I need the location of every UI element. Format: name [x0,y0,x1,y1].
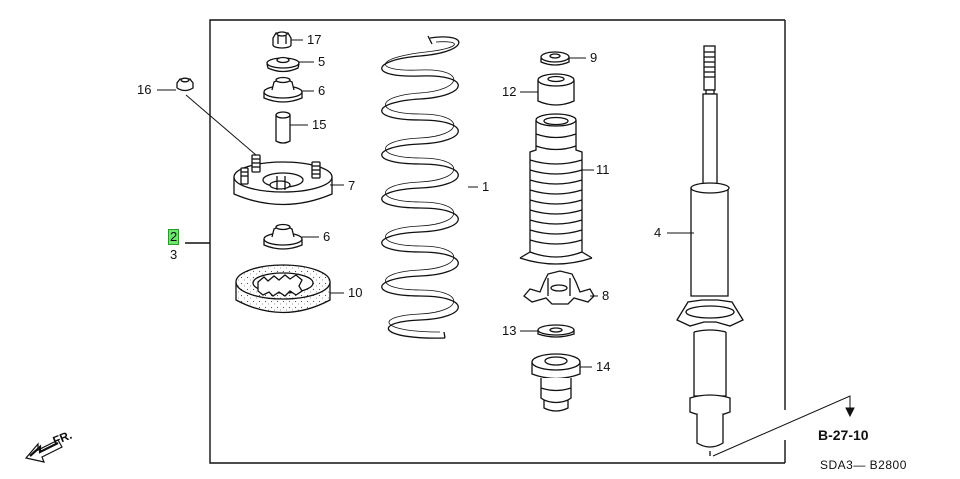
callout-6-lower[interactable]: 6 [323,229,331,244]
washer-part [537,324,575,338]
callout-4[interactable]: 4 [654,225,662,240]
callout-12[interactable]: 12 [502,84,517,99]
callout-1[interactable]: 1 [482,179,490,194]
reference-page-label[interactable]: B-27-10 [818,427,869,443]
upper-mount-base-part [233,154,333,206]
cone-washer-part [540,51,570,66]
lower-seat-bracket-part [523,270,595,305]
diagram-code-label: SDA3— B2800 [820,458,907,472]
callout-14[interactable]: 14 [596,359,611,374]
callout-9[interactable]: 9 [590,50,598,65]
callout-7[interactable]: 7 [348,178,356,193]
bump-stop-part [531,353,581,412]
small-nut-part [176,77,194,92]
callout-2-highlighted[interactable]: 2 [168,229,180,245]
callout-15[interactable]: 15 [312,117,327,132]
callout-6-upper[interactable]: 6 [318,83,326,98]
leader-16-to-stud [185,94,257,156]
callout-8[interactable]: 8 [602,288,610,303]
assembly-frame [185,19,786,464]
spring-seat-rubber-part [235,264,331,314]
front-direction-arrow-icon [24,439,63,463]
dust-boot-part [519,113,593,265]
callout-10[interactable]: 10 [348,285,363,300]
coil-spring-part [381,35,460,339]
collar-part [275,111,291,144]
rubber-bushing-upper-part [263,76,303,103]
stopper-cap-part [537,73,575,106]
callout-5[interactable]: 5 [318,54,326,69]
callout-leaders [157,39,855,457]
callout-13[interactable]: 13 [502,323,517,338]
callout-11[interactable]: 11 [596,162,610,177]
flange-nut-part [272,31,292,49]
rubber-bushing-lower-part [263,223,303,250]
callout-3[interactable]: 3 [170,247,178,262]
shock-absorber-part [676,45,744,456]
callout-17[interactable]: 17 [307,32,322,47]
bushing-washer-part [266,56,300,73]
callout-16[interactable]: 16 [137,82,152,97]
